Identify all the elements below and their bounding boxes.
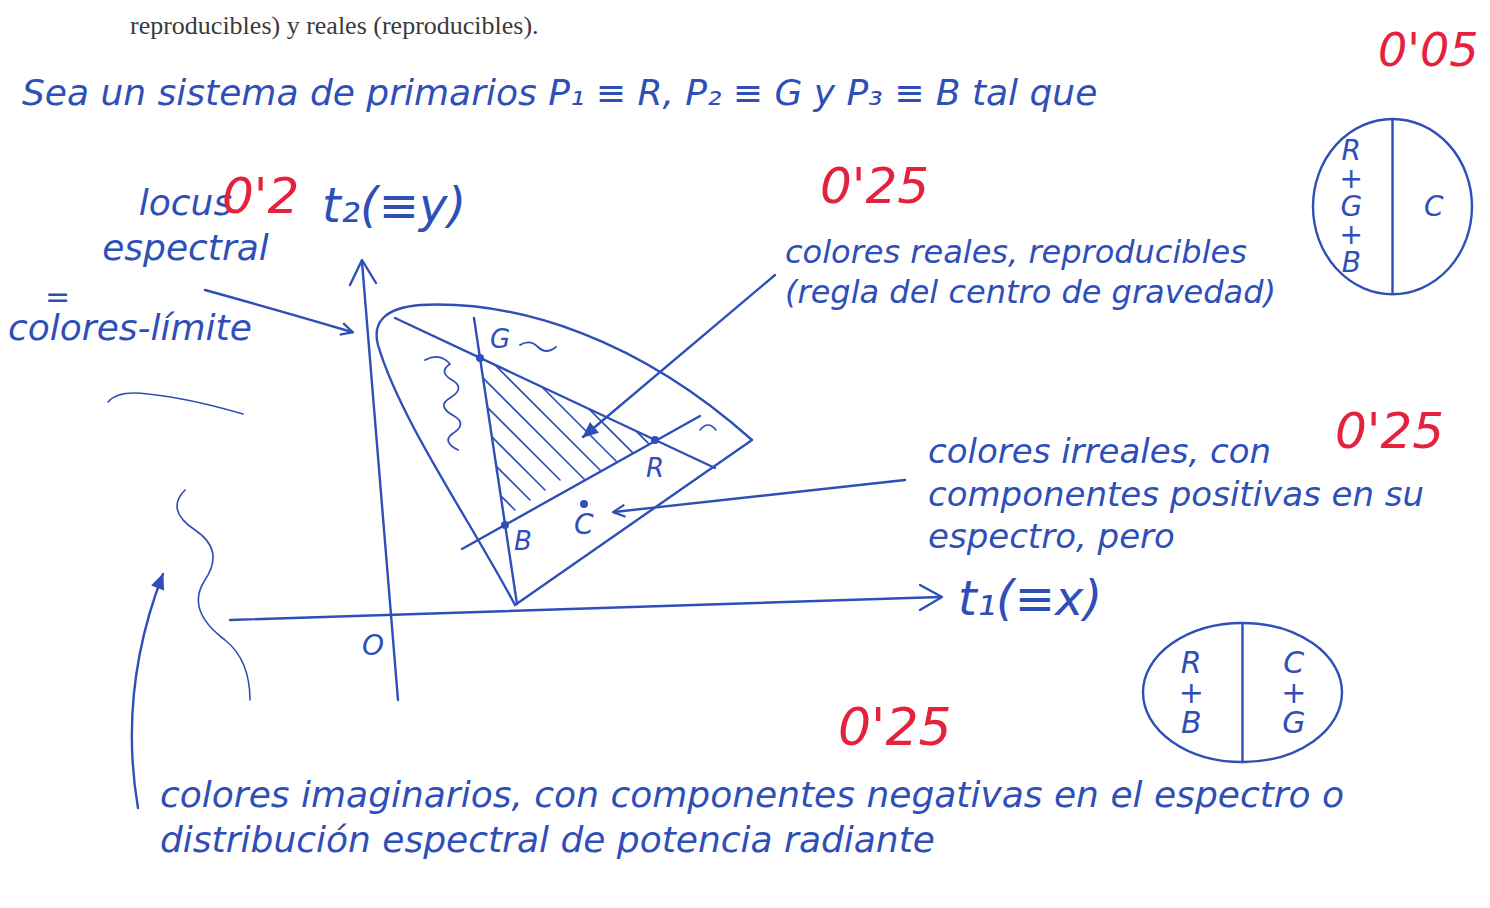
primary-label: B: [512, 528, 534, 555]
x-axis: [230, 597, 940, 620]
gb-line: [474, 318, 517, 604]
spectral-locus: [377, 305, 752, 605]
circle-term: R+G+B: [1339, 137, 1364, 277]
circle-term: C+G: [1280, 648, 1307, 738]
circle-outline: [1140, 620, 1345, 765]
x-axis-arrow: [920, 585, 942, 610]
circle-outline: [1310, 116, 1475, 297]
circle-term: R+B: [1178, 648, 1205, 738]
score-number: 0'25: [1335, 400, 1444, 463]
statement: Sea un sistema de primarios P₁ ≡ R, P₂ ≡…: [22, 70, 1097, 115]
score-number: 0'2: [222, 165, 299, 228]
limit-colors-label: colores-límite: [8, 305, 252, 350]
color-point-label: C: [572, 510, 596, 539]
header-fragment: reproducibles) y reales (reproducibles).: [130, 10, 539, 43]
primary-label: R: [644, 455, 666, 482]
formula-circle: R+B C+G: [1140, 620, 1345, 765]
axis-label: t₂(≡y): [322, 175, 466, 235]
origin-label: O: [362, 628, 384, 663]
circle-term: C: [1421, 193, 1446, 221]
score-number: 0'25: [838, 695, 952, 760]
axis-label: t₁(≡x): [958, 568, 1102, 628]
formula-circle: R+G+B C: [1310, 116, 1475, 297]
gr-line: [395, 318, 715, 468]
br-line: [462, 416, 700, 549]
y-axis: [362, 262, 398, 700]
region-note: colores reales, reproducibles (regla del…: [785, 232, 1325, 312]
score-number: 0'25: [820, 155, 929, 218]
score-number: 0'05: [1378, 22, 1478, 80]
y-axis-arrow: [350, 260, 376, 285]
region-note: colores imaginarios, con componentes neg…: [160, 772, 1420, 862]
primary-label: G: [488, 326, 512, 353]
